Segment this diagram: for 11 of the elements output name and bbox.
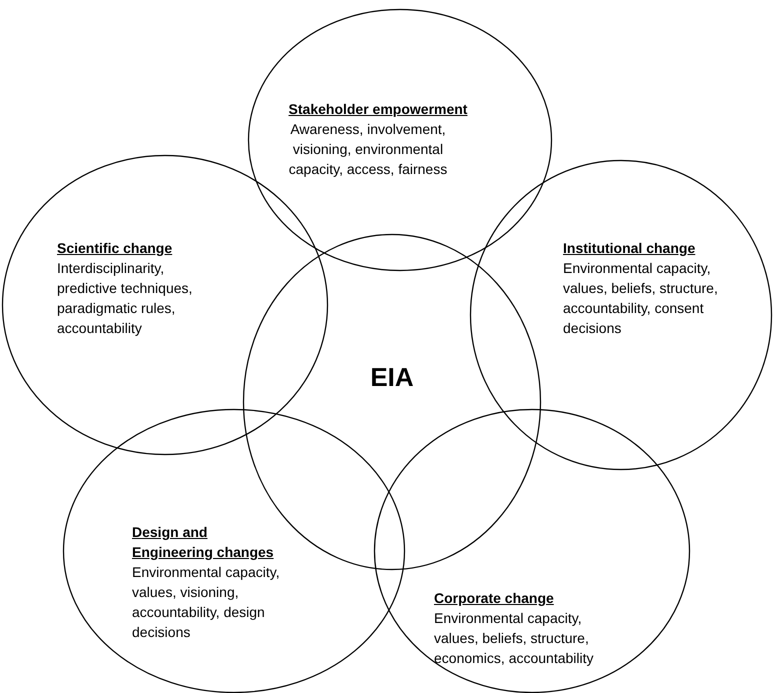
description: Environmental capacity, values, visioning, accountability, design decisions <box>132 563 281 642</box>
center-label: EIA <box>369 362 415 392</box>
description: Interdisciplinarity, predictive techniques, paradigmatic rules, accountability <box>57 259 194 338</box>
description: Environmental capacity, values, beliefs, structure, accountability, consent decisions <box>563 259 719 338</box>
heading: Corporate change <box>434 589 555 608</box>
description: Environmental capacity, values, beliefs, structure, economics, accountability <box>434 609 595 668</box>
heading: Stakeholder empowerment <box>288 100 468 119</box>
heading: Institutional change <box>563 239 696 258</box>
heading: Design and Engineering changes <box>132 523 275 562</box>
description: Awareness, involvement, visioning, environmental capacity, access, fairness <box>288 120 448 179</box>
heading: Scientific change <box>57 239 174 258</box>
